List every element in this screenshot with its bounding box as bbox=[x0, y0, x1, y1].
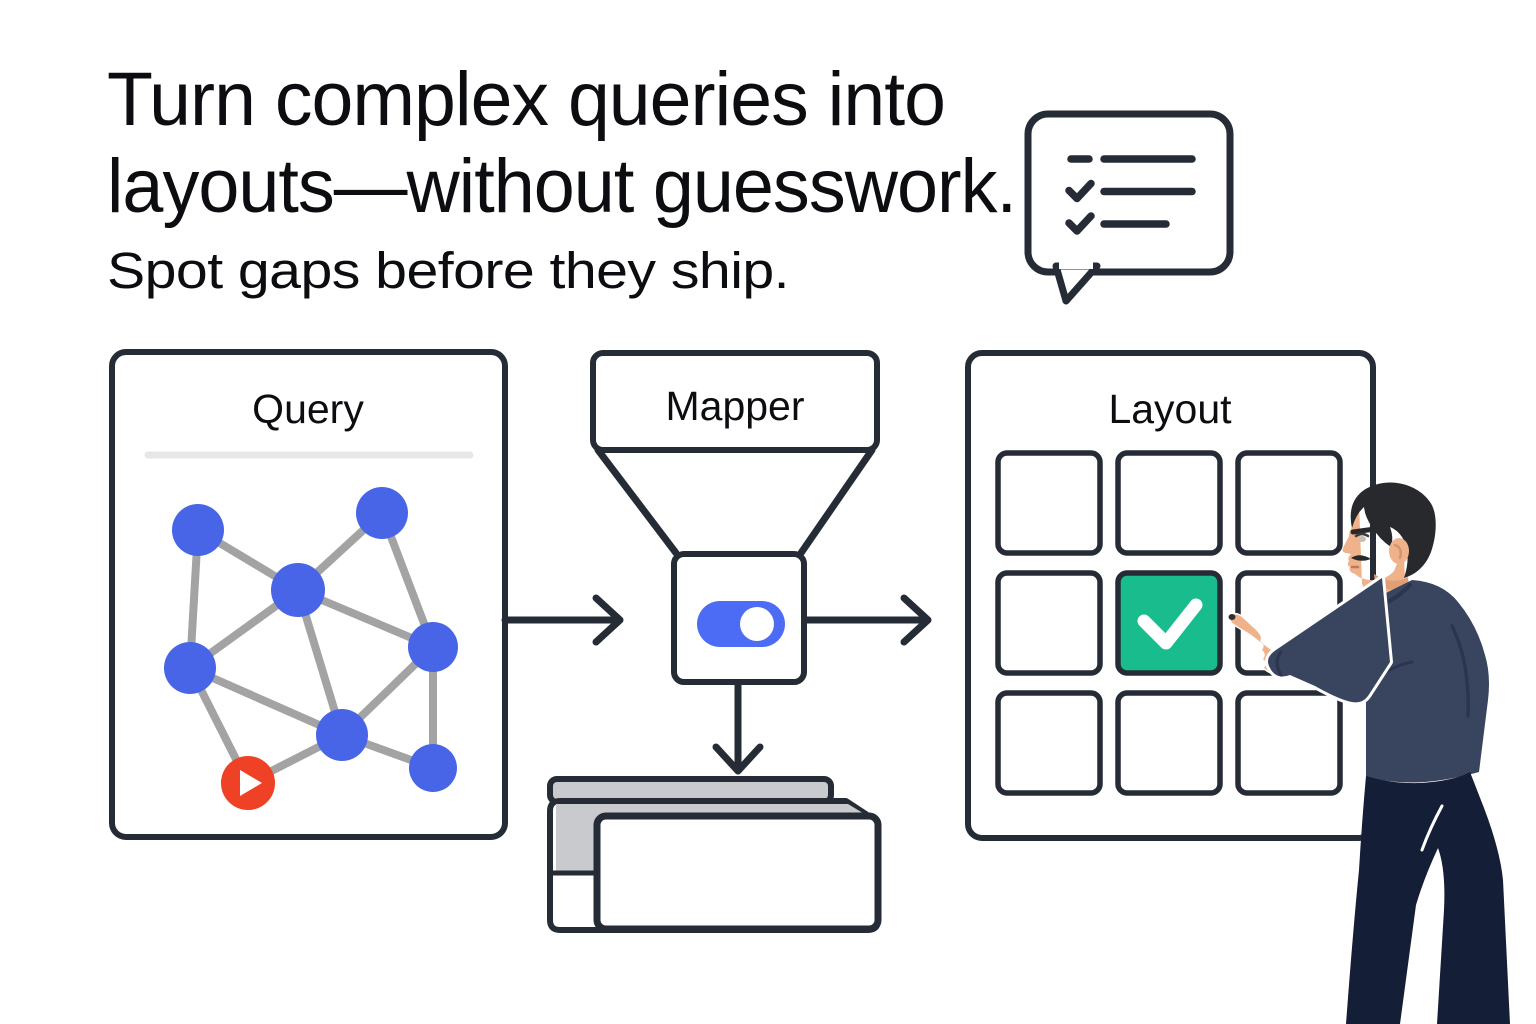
person-eyebrow bbox=[1350, 526, 1378, 535]
data-node bbox=[356, 487, 408, 539]
headline-line1: Turn complex queries into bbox=[107, 57, 945, 142]
grid-cell-checked bbox=[1115, 570, 1223, 676]
arrow-mapper-to-layout-icon bbox=[800, 594, 932, 646]
funnel-right-side bbox=[797, 446, 876, 557]
data-node bbox=[164, 642, 216, 694]
check-bullet-icon bbox=[1065, 212, 1095, 235]
document-sheet-front bbox=[593, 812, 882, 933]
person-arm bbox=[1265, 575, 1393, 706]
query-panel-title: Query bbox=[252, 386, 364, 432]
person-hair bbox=[1350, 482, 1436, 578]
grid-cell bbox=[1235, 690, 1343, 796]
mapper-toggle bbox=[697, 601, 785, 647]
subtitle: Spot gaps before they ship. bbox=[107, 242, 789, 299]
mapper-panel: Mapper bbox=[590, 350, 880, 685]
grid-cell bbox=[1235, 450, 1343, 556]
query-panel: Query bbox=[109, 349, 508, 840]
graph-edge bbox=[186, 664, 346, 739]
person-legs bbox=[1346, 772, 1510, 1024]
grid-cell bbox=[1115, 450, 1223, 556]
person-cuff bbox=[1275, 650, 1283, 677]
person-mustache bbox=[1351, 555, 1371, 561]
data-node bbox=[172, 504, 224, 556]
documents-icon bbox=[547, 776, 882, 933]
checklist-bubble-icon bbox=[1024, 110, 1234, 305]
arrow-query-to-mapper-icon bbox=[501, 594, 624, 646]
layout-panel: Layout bbox=[965, 350, 1376, 841]
person-eye bbox=[1358, 536, 1366, 542]
check-icon bbox=[1137, 598, 1203, 650]
data-node bbox=[409, 744, 457, 792]
data-node bbox=[316, 709, 368, 761]
play-icon bbox=[240, 770, 262, 796]
check-bullet-icon bbox=[1065, 179, 1095, 203]
funnel-left-side bbox=[594, 446, 680, 557]
mapper-panel-title: Mapper bbox=[665, 383, 804, 429]
bubble-tail-joint bbox=[1059, 258, 1093, 269]
layout-grid bbox=[995, 450, 1343, 796]
grid-cell bbox=[995, 570, 1103, 676]
arrow-mapper-down-icon bbox=[712, 680, 764, 775]
person-fingernail bbox=[1228, 614, 1236, 620]
grid-cell bbox=[995, 450, 1103, 556]
grid-cell bbox=[995, 690, 1103, 796]
data-node bbox=[408, 622, 458, 672]
person-pant-seam bbox=[1420, 804, 1444, 852]
toggle-knob bbox=[740, 607, 774, 641]
person-illustration bbox=[1228, 482, 1510, 1024]
data-node bbox=[271, 563, 325, 617]
person-ear bbox=[1389, 538, 1409, 564]
layout-panel-title: Layout bbox=[1108, 386, 1232, 432]
grid-cell bbox=[1115, 690, 1223, 796]
query-graph bbox=[164, 487, 458, 810]
headline-line2: layouts—without guesswork. bbox=[107, 144, 1016, 229]
